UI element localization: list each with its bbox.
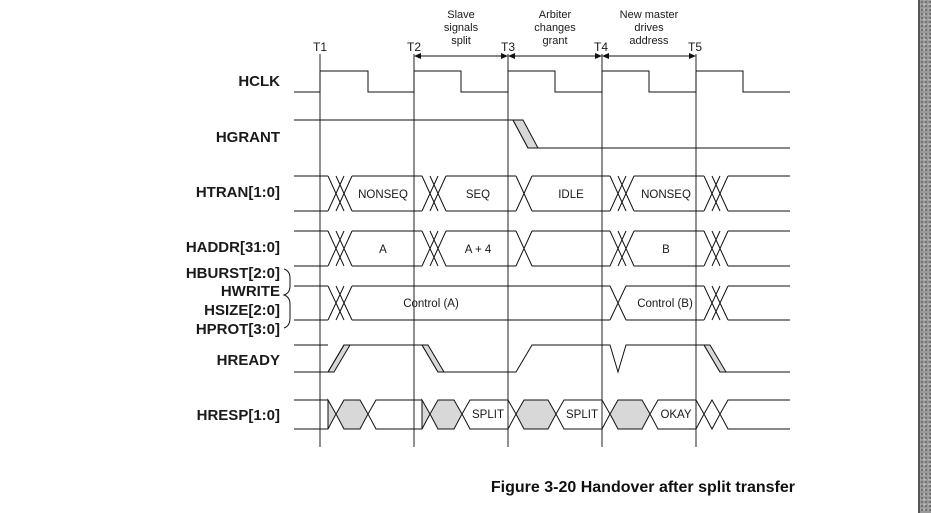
figure-caption: Figure 3-20 Handover after split transfe… <box>491 479 795 496</box>
htrans-waveform <box>294 175 790 212</box>
hready-waveform <box>294 344 790 374</box>
haddr-value: B <box>662 244 670 256</box>
haddr-waveform <box>294 230 790 267</box>
haddr-value: A + 4 <box>465 244 492 256</box>
control-value: Control (A) <box>403 298 459 310</box>
annotation-line: changes <box>534 22 576 34</box>
control-waveform <box>294 285 790 321</box>
annotation-new-master-drives-address: New master drives address <box>620 9 679 47</box>
time-label-t4: T4 <box>594 40 608 54</box>
hresp-value: SPLIT <box>566 409 598 421</box>
label-hsize: HSIZE[2:0] <box>204 302 280 319</box>
htrans-value: NONSEQ <box>358 189 408 201</box>
annotation-line: drives <box>634 22 664 34</box>
haddr-value: A <box>379 244 387 256</box>
control-group-brace <box>282 268 291 329</box>
label-hgrant: HGRANT <box>216 129 280 146</box>
label-haddr: HADDR[31:0] <box>186 239 280 256</box>
label-hready: HREADY <box>217 352 280 369</box>
annotation-line: signals <box>444 22 479 34</box>
label-htrans: HTRAN[1:0] <box>196 184 280 201</box>
hclk-waveform <box>294 70 790 93</box>
htrans-value: IDLE <box>558 189 584 201</box>
label-hburst: HBURST[2:0] <box>186 265 280 282</box>
annotation-line: grant <box>542 35 567 47</box>
htrans-value: NONSEQ <box>641 189 691 201</box>
label-hwrite: HWRITE <box>221 283 280 300</box>
annotation-slave-signals-split: Slave signals split <box>444 9 479 47</box>
label-hresp: HRESP[1:0] <box>197 407 280 424</box>
htrans-value: SEQ <box>466 189 490 201</box>
hresp-value: SPLIT <box>472 409 504 421</box>
annotation-line: Arbiter <box>539 9 572 21</box>
annotation-line: New master <box>620 9 679 21</box>
hgrant-waveform <box>294 119 790 149</box>
control-value: Control (B) <box>637 298 693 310</box>
label-hprot: HPROT[3:0] <box>196 321 280 338</box>
page-edge-border <box>918 0 931 513</box>
timing-lines <box>319 54 697 447</box>
time-label-t2: T2 <box>407 40 421 54</box>
time-label-t1: T1 <box>313 40 327 54</box>
annotation-line: split <box>451 35 471 47</box>
hresp-waveform <box>294 398 790 431</box>
annotation-line: Slave <box>447 9 475 21</box>
time-label-t3: T3 <box>501 40 515 54</box>
annotation-line: address <box>629 35 669 47</box>
annotation-arbiter-changes-grant: Arbiter changes grant <box>534 9 576 47</box>
label-hclk: HCLK <box>238 73 280 90</box>
time-label-t5: T5 <box>688 40 702 54</box>
annotation-arrows <box>414 53 696 59</box>
hresp-value: OKAY <box>660 409 691 421</box>
